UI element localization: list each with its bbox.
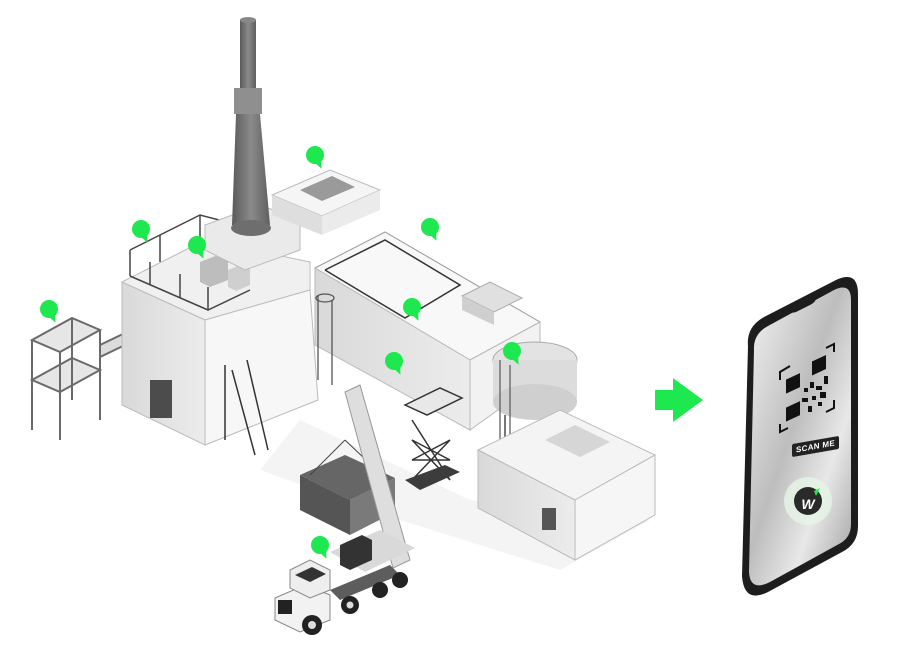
location-marker-icon [188,236,206,254]
location-marker-icon [421,218,439,236]
location-marker-icon [306,146,324,164]
location-marker-icon [403,298,421,316]
location-marker-icon [503,342,521,360]
arrow-right-icon [655,378,703,422]
location-marker-icon [132,220,150,238]
location-marker-icon [40,300,58,318]
smartphone [742,277,858,596]
scaffold [29,316,126,440]
app-logo-icon: W [801,496,815,512]
location-marker-icon [385,352,403,370]
location-marker-icon [311,536,329,554]
